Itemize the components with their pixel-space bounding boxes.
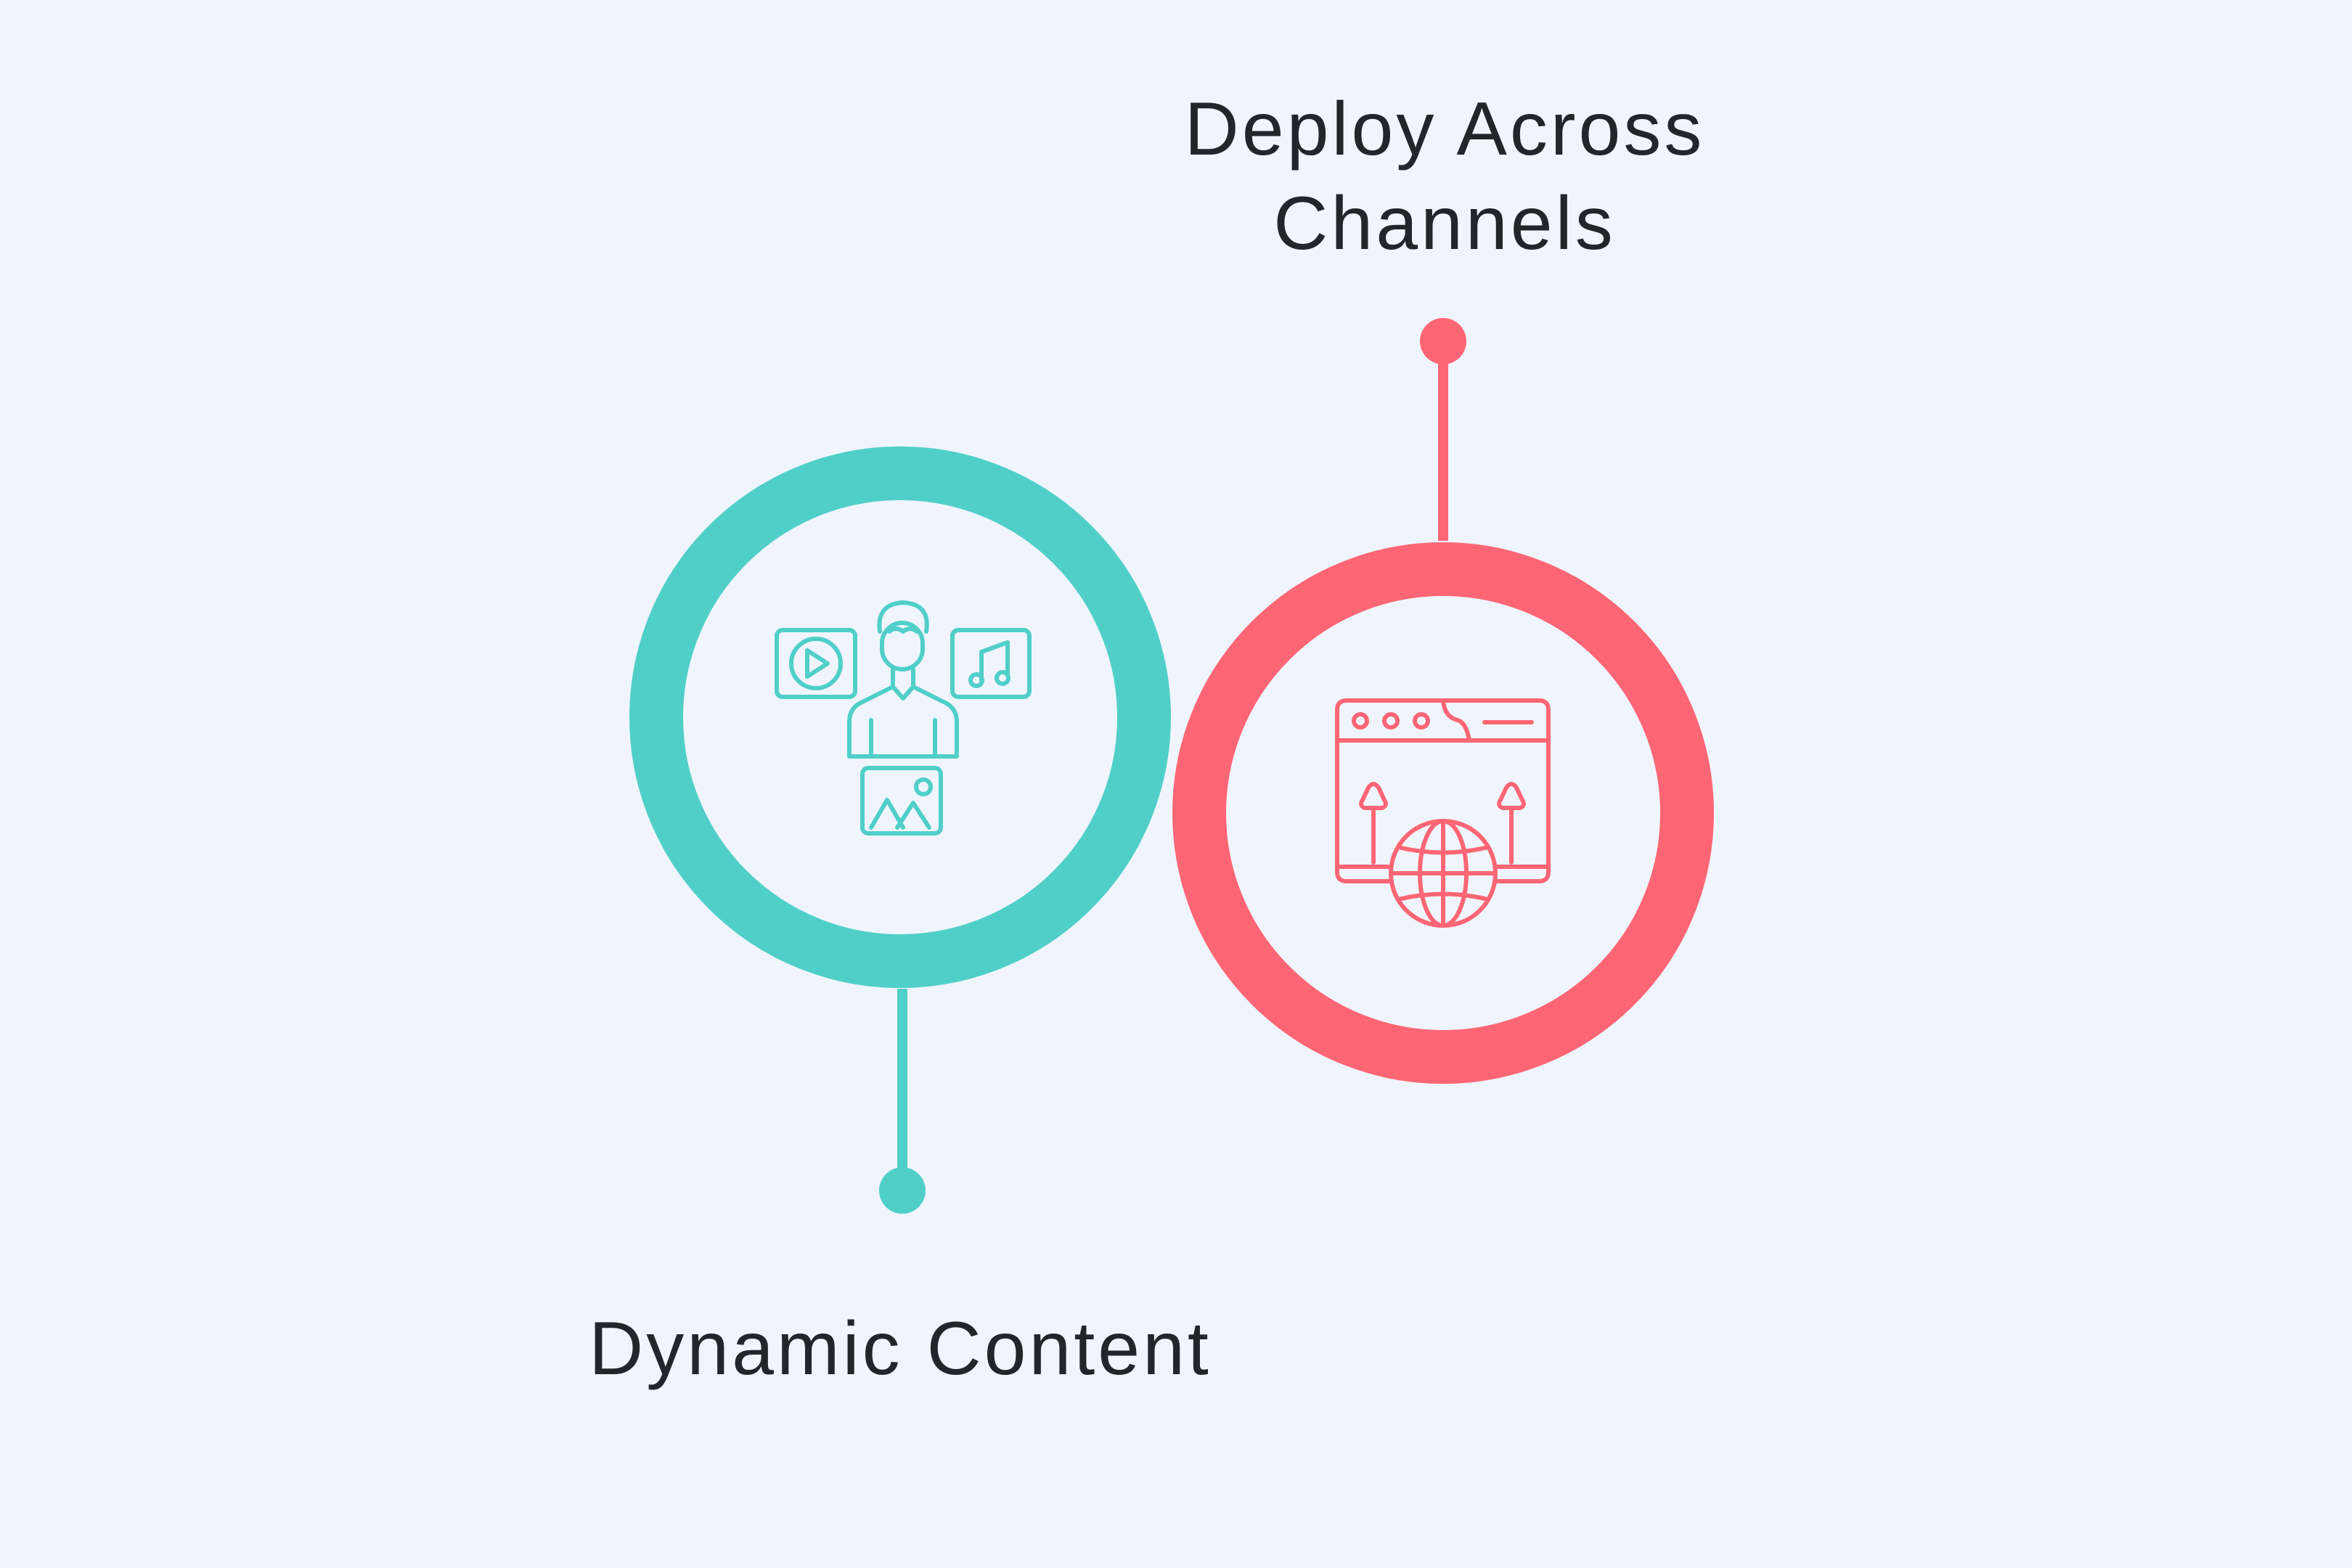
ring-dynamic-content [629,446,1171,988]
step-dynamic-content [629,446,1171,1214]
browser-with-globe-icon [1335,698,1551,928]
step-label-dynamic-content: Dynamic Content [589,1307,1212,1391]
step-deploy-across-channels [1172,318,1714,1084]
step-label-deploy-across-channels: Deploy Across Channels [1184,87,1705,266]
ring-deploy [1172,542,1714,1084]
connector-dot-dynamic-content [879,1167,926,1214]
connector-dot-deploy [1420,318,1466,364]
person-with-media-icon [775,600,1032,836]
